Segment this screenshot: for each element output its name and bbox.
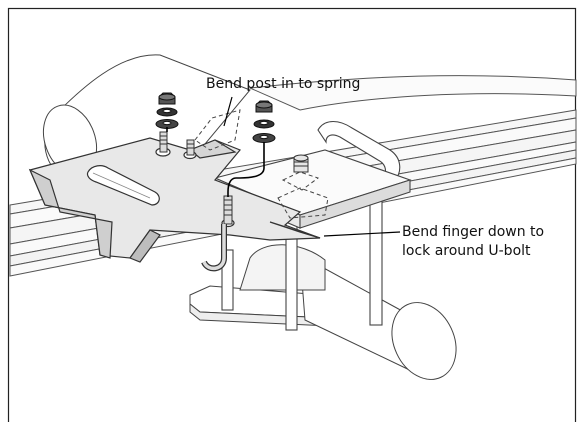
u-bolt — [221, 120, 401, 331]
center-pin — [293, 154, 309, 173]
callout-bend-finger: Bend finger down to lock around U-bolt — [402, 223, 544, 261]
studs — [159, 131, 233, 272]
hardware-stack-left — [155, 92, 179, 129]
bracket-plate — [28, 137, 321, 263]
hardware-stack-right — [252, 100, 276, 143]
callout-leaders — [223, 96, 401, 237]
diagram-frame — [7, 7, 577, 422]
alignment-lines — [166, 127, 265, 197]
callout-bend-finger-line1: Bend finger down to — [402, 224, 545, 240]
axle-tube-right — [239, 244, 457, 380]
bend-hint-outlines — [194, 109, 329, 219]
callout-bend-finger-line2: lock around U-bolt — [402, 243, 531, 259]
upper-spring-leaf — [248, 75, 577, 111]
callout-bend-post: Bend post in to spring — [206, 76, 361, 92]
